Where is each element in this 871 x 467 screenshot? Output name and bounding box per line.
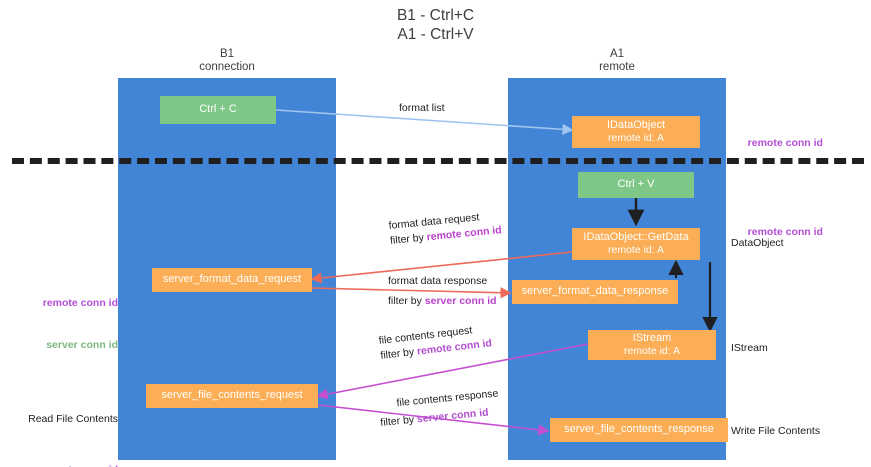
filter-prefix: filter by bbox=[389, 231, 428, 247]
node-server-format-data-response[interactable]: server_format_data_response bbox=[512, 280, 678, 304]
edge-label-format-data-response: format data response filter by server co… bbox=[388, 274, 497, 309]
node-server-format-data-request[interactable]: server_format_data_request bbox=[152, 268, 312, 292]
node-istream-label: IStream bbox=[632, 331, 672, 344]
node-getdata-label: IDataObject::GetData bbox=[583, 230, 689, 243]
node-getdata-remote-id: remote id: A bbox=[607, 244, 665, 256]
annotation-text: remote conn id bbox=[747, 137, 823, 149]
node-server-file-contents-response-label: server_file_contents_response bbox=[564, 423, 714, 436]
annotation-right-remote-conn-id-mid: remote conn id bbox=[736, 211, 823, 253]
edge-label-file-contents-response: file contents response filter by server … bbox=[378, 386, 501, 430]
annotation-text: remote conn id bbox=[747, 226, 823, 238]
node-idataobject-getdata[interactable]: IDataObject::GetData remote id: A bbox=[572, 228, 700, 260]
filter-prefix: filter by bbox=[379, 413, 418, 429]
node-istream[interactable]: IStream remote id: A bbox=[588, 330, 716, 360]
node-ctrl-c-label: Ctrl + C bbox=[199, 103, 237, 116]
column-header-a1: A1 remote bbox=[599, 48, 635, 73]
node-idataobject[interactable]: IDataObject remote id: A bbox=[572, 116, 700, 148]
annotation-remote-conn-id: remote conn id bbox=[42, 297, 118, 309]
node-idataobject-label: IDataObject bbox=[606, 118, 666, 131]
annotation-read-file-contents-title: Read File Contents bbox=[28, 413, 118, 425]
edge-label-format-data-response-text: format data response bbox=[388, 275, 488, 287]
node-istream-remote-id: remote id: A bbox=[623, 345, 681, 357]
annotation-right-remote-conn-id-top: remote conn id bbox=[736, 122, 823, 164]
node-server-file-contents-response[interactable]: server_file_contents_response bbox=[550, 418, 728, 442]
edge-label-format-data-response-filter: filter by server conn id bbox=[388, 294, 497, 309]
annotation-left-conn-ids: remote conn id server conn id bbox=[22, 268, 118, 380]
annotation-right-dataobject: DataObject bbox=[731, 237, 784, 249]
node-server-file-contents-request[interactable]: server_file_contents_request bbox=[146, 384, 318, 408]
filter-prefix: filter by bbox=[388, 295, 425, 307]
node-ctrl-c[interactable]: Ctrl + C bbox=[160, 96, 276, 124]
node-server-format-data-response-label: server_format_data_response bbox=[521, 285, 669, 298]
annotation-remote-conn-id: remote conn id bbox=[14, 463, 118, 467]
filter-prefix: filter by bbox=[379, 345, 418, 362]
column-header-b1: B1 connection bbox=[199, 48, 255, 73]
node-ctrl-v[interactable]: Ctrl + V bbox=[578, 172, 694, 198]
annotation-server-conn-id: server conn id bbox=[46, 339, 118, 351]
section-divider bbox=[12, 158, 864, 164]
annotation-right-istream: IStream bbox=[731, 342, 768, 354]
node-server-file-contents-request-label: server_file_contents_request bbox=[161, 389, 303, 402]
edge-label-file-contents-request: file contents request filter by remote c… bbox=[378, 321, 493, 363]
annotation-left-read-file-contents: Read File Contents remote conn id server… bbox=[14, 384, 118, 467]
filter-key-server-conn-id: server conn id bbox=[416, 406, 490, 426]
page-title: B1 - Ctrl+C A1 - Ctrl+V bbox=[396, 7, 475, 43]
edge-label-format-list-text: format list bbox=[399, 102, 445, 114]
annotation-right-write-file-contents: Write File Contents bbox=[731, 425, 821, 437]
node-idataobject-remote-id: remote id: A bbox=[607, 132, 665, 144]
edge-label-format-data-request: format data request filter by remote con… bbox=[388, 208, 502, 249]
filter-key-server-conn-id: server conn id bbox=[424, 295, 497, 307]
node-server-format-data-request-label: server_format_data_request bbox=[162, 273, 302, 286]
edge-label-format-list: format list bbox=[399, 101, 445, 116]
node-ctrl-v-label: Ctrl + V bbox=[617, 178, 655, 191]
